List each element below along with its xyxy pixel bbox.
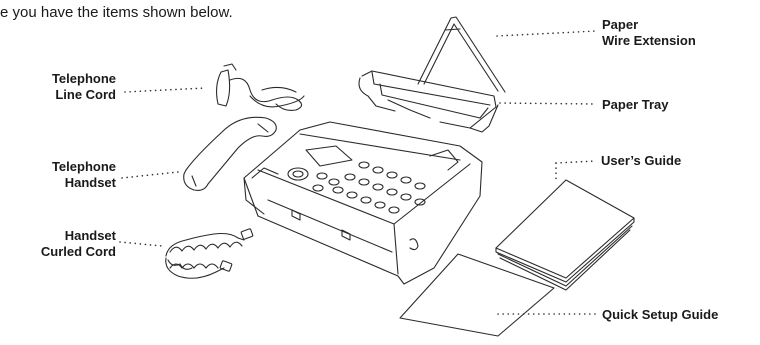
leader-telephone-handset — [122, 172, 178, 178]
users-guide-part — [496, 180, 634, 290]
leader-paper-wire-extension — [497, 31, 596, 36]
telephone-line-cord-part — [217, 64, 304, 110]
leader-handset-curled-cord — [120, 242, 162, 246]
fax-keypad — [313, 162, 425, 213]
leader-paper-tray — [500, 103, 596, 104]
quick-setup-guide-part — [400, 254, 554, 336]
leader-users-guide-1 — [556, 161, 596, 163]
fax-machine-part — [244, 122, 482, 284]
leader-telephone-line-cord — [125, 88, 205, 92]
telephone-handset-part — [184, 117, 277, 190]
paper-wire-extension-part — [418, 17, 505, 92]
leader-lines — [120, 31, 596, 314]
handset-curled-cord-part — [166, 229, 253, 279]
paper-tray-part — [359, 71, 498, 132]
